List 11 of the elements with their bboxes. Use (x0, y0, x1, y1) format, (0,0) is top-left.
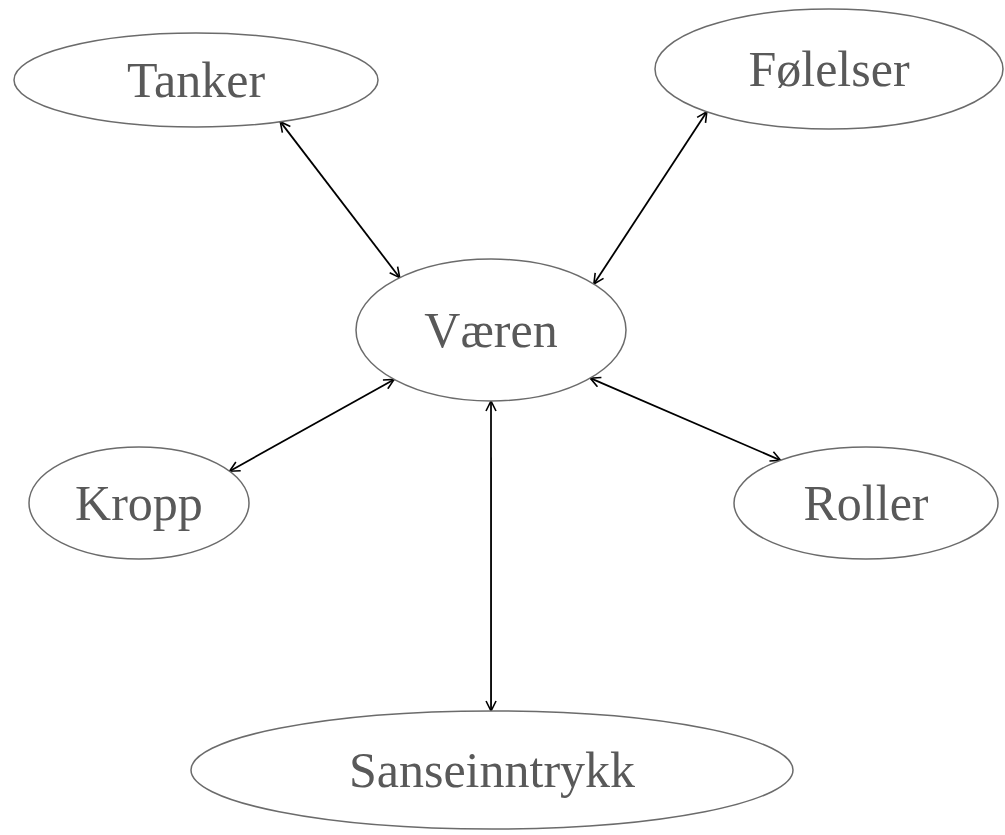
double-arrow (485, 400, 497, 712)
node-label: Tanker (126, 51, 266, 109)
node-label: Kropp (75, 474, 203, 532)
double-arrow (279, 120, 401, 279)
double-arrow (228, 378, 395, 473)
double-arrow (589, 376, 782, 462)
node-label: Sanseinntrykk (348, 741, 636, 799)
node-label: Roller (803, 474, 929, 532)
double-arrow (593, 110, 708, 285)
node-label: Følelser (748, 40, 910, 98)
node-label: Væren (424, 301, 558, 359)
